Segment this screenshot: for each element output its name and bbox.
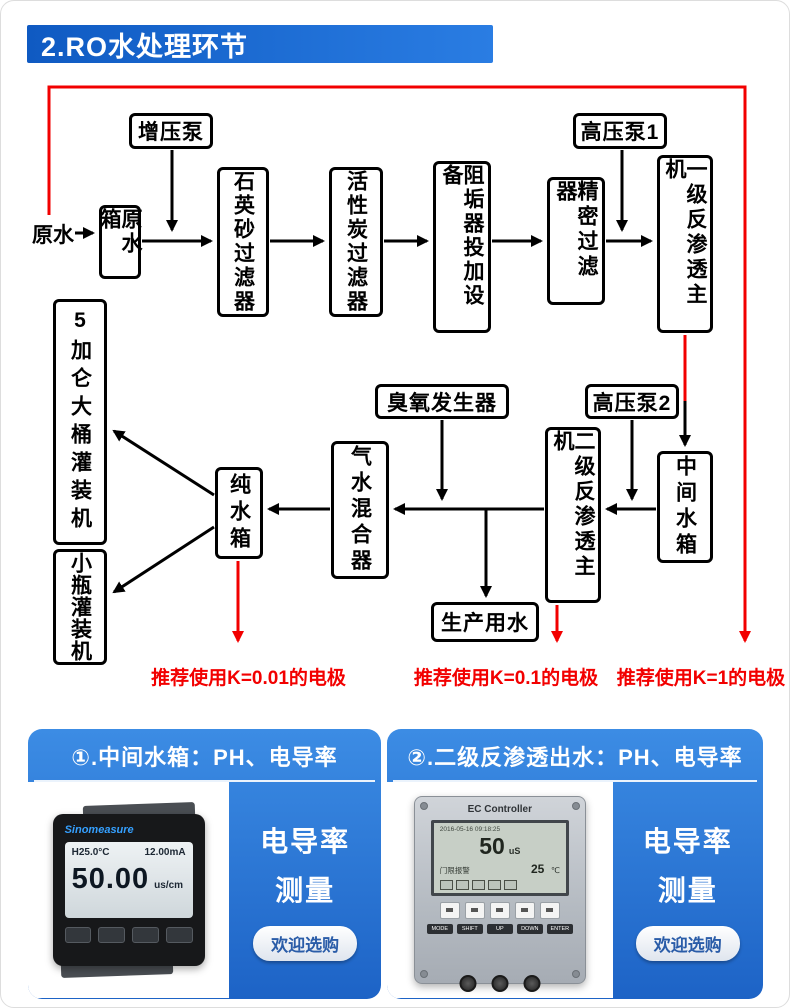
cable-glands xyxy=(459,975,541,992)
cable-gland-icon xyxy=(459,975,477,992)
device-temp-unit: ℃ xyxy=(550,866,560,875)
node-pure-water-tank: 纯水箱 xyxy=(215,467,263,559)
panel-title: ①.中间水箱：PH、电导率 xyxy=(71,745,338,770)
key-label-up: UP xyxy=(486,924,513,934)
flow-source-label: 原水 xyxy=(32,224,74,247)
cable-gland-icon xyxy=(523,975,541,992)
device-key xyxy=(514,902,535,919)
node-high-pressure-pump-2: 高压泵2 xyxy=(585,384,679,419)
device-keypad xyxy=(415,902,585,919)
node-high-pressure-pump-1: 高压泵1 xyxy=(573,113,667,149)
panel-title: ②.二级反渗透出水：PH、电导率 xyxy=(407,745,743,770)
buy-button[interactable]: 欢迎选购 xyxy=(635,925,740,961)
device-info-line: 2016-05-16 09:18:25 xyxy=(439,826,501,833)
panel-intermediate-tank: ①.中间水箱：PH、电导率 Sinomeasure H25.0°C 12.00m… xyxy=(28,729,381,999)
node-ro-stage1: 一级反渗透主机 xyxy=(657,155,713,333)
device-key xyxy=(539,902,560,919)
measure-label-line2: 测量 xyxy=(657,874,718,906)
device-keypad xyxy=(64,927,193,943)
screw-icon xyxy=(419,802,428,810)
device-temp-value: 25 xyxy=(531,862,545,876)
node-raw-water-tank: 原水箱 xyxy=(98,205,142,279)
measure-label-line1: 电导率 xyxy=(260,825,351,857)
annotation-k001: 推荐使用K=0.01的电极 xyxy=(151,668,346,689)
lcd-icon xyxy=(487,880,501,890)
ec-controller: EC Controller 2016-05-16 09:18:25 50 uS … xyxy=(413,796,586,992)
measure-callout: 电导率 测量 欢迎选购 xyxy=(229,782,381,998)
device-key xyxy=(489,902,510,919)
node-booster-pump: 增压泵 xyxy=(129,113,213,149)
device-key xyxy=(64,927,92,943)
key-label-shift: SHIFT xyxy=(456,924,483,934)
device-key xyxy=(132,927,159,943)
measure-callout: 电导率 测量 欢迎选购 xyxy=(613,782,763,998)
device-model-label: EC Controller xyxy=(467,804,533,815)
cable-gland-icon xyxy=(491,975,509,992)
key-label-down: DOWN xyxy=(516,924,543,934)
device-temp-readout: H25.0°C xyxy=(71,847,110,858)
lcd-status-icons xyxy=(439,880,560,890)
device-key xyxy=(439,902,460,919)
node-ozone-generator: 臭氧发生器 xyxy=(375,384,509,419)
conductivity-meter: Sinomeasure H25.0°C 12.00mA 50.00 us/cm xyxy=(52,802,205,978)
lcd-icon xyxy=(471,880,485,890)
node-ro-stage2: 二级反渗透主机 xyxy=(545,427,601,603)
device-current-readout: 12.00mA xyxy=(144,847,186,858)
device-lcd: 2016-05-16 09:18:25 50 uS 门限报警 25 ℃ xyxy=(430,820,569,896)
node-gas-water-mixer: 气水混合器 xyxy=(331,441,389,579)
screw-icon xyxy=(571,970,580,978)
device-conductivity-unit: us/cm xyxy=(154,880,184,891)
ec-controller-photo: EC Controller 2016-05-16 09:18:25 50 uS … xyxy=(387,782,613,998)
node-bottle-filling-machine: 小瓶灌装机 xyxy=(53,549,107,665)
conductivity-meter-photo: Sinomeasure H25.0°C 12.00mA 50.00 us/cm xyxy=(28,782,230,998)
node-precision-filter: 精密过滤器 xyxy=(547,177,605,305)
annotation-k01: 推荐使用K=0.1的电极 xyxy=(413,668,599,689)
key-label-enter: ENTER xyxy=(546,924,573,934)
device-key xyxy=(165,927,193,943)
lcd-icon xyxy=(439,880,453,890)
device-screen: H25.0°C 12.00mA 50.00 us/cm xyxy=(64,842,193,918)
device-conductivity-value: 50.00 xyxy=(71,863,150,895)
node-quartz-sand-filter: 石英砂过滤器 xyxy=(217,167,269,317)
device-conductivity-value: 50 xyxy=(479,833,505,859)
node-antiscalant-dosing: 阻垢器投加设备 xyxy=(433,161,491,333)
buy-button[interactable]: 欢迎选购 xyxy=(253,925,358,961)
lcd-icon xyxy=(503,880,517,890)
lcd-icon xyxy=(455,880,469,890)
device-brand: Sinomeasure xyxy=(64,824,134,836)
black-flow-lines xyxy=(75,150,691,598)
screw-icon xyxy=(571,802,580,810)
device-key-labels: MODE SHIFT UP DOWN ENTER xyxy=(415,924,585,934)
divider xyxy=(34,780,375,782)
node-gallon-filling-machine: 5加仑大桶灌装机 xyxy=(53,299,107,545)
device-conductivity-unit: uS xyxy=(508,846,521,856)
node-activated-carbon-filter: 活性炭过滤器 xyxy=(329,167,383,317)
device-status-text: 门限报警 xyxy=(439,866,470,875)
key-label-mode: MODE xyxy=(426,924,453,934)
node-intermediate-tank: 中间水箱 xyxy=(657,451,713,563)
measure-label-line1: 电导率 xyxy=(642,825,733,857)
device-key xyxy=(464,902,485,919)
panel-ro-stage2-outlet: ②.二级反渗透出水：PH、电导率 EC Controller 2016-05-1… xyxy=(387,729,763,999)
screw-icon xyxy=(419,970,428,978)
divider xyxy=(393,780,757,782)
section-header: 2.RO水处理环节 xyxy=(27,25,493,63)
node-production-water: 生产用水 xyxy=(431,602,539,642)
annotation-k1: 推荐使用K=1的电极 xyxy=(616,668,786,689)
red-flow-lines xyxy=(47,85,751,643)
device-key xyxy=(98,927,126,943)
measure-label-line2: 测量 xyxy=(275,874,336,906)
